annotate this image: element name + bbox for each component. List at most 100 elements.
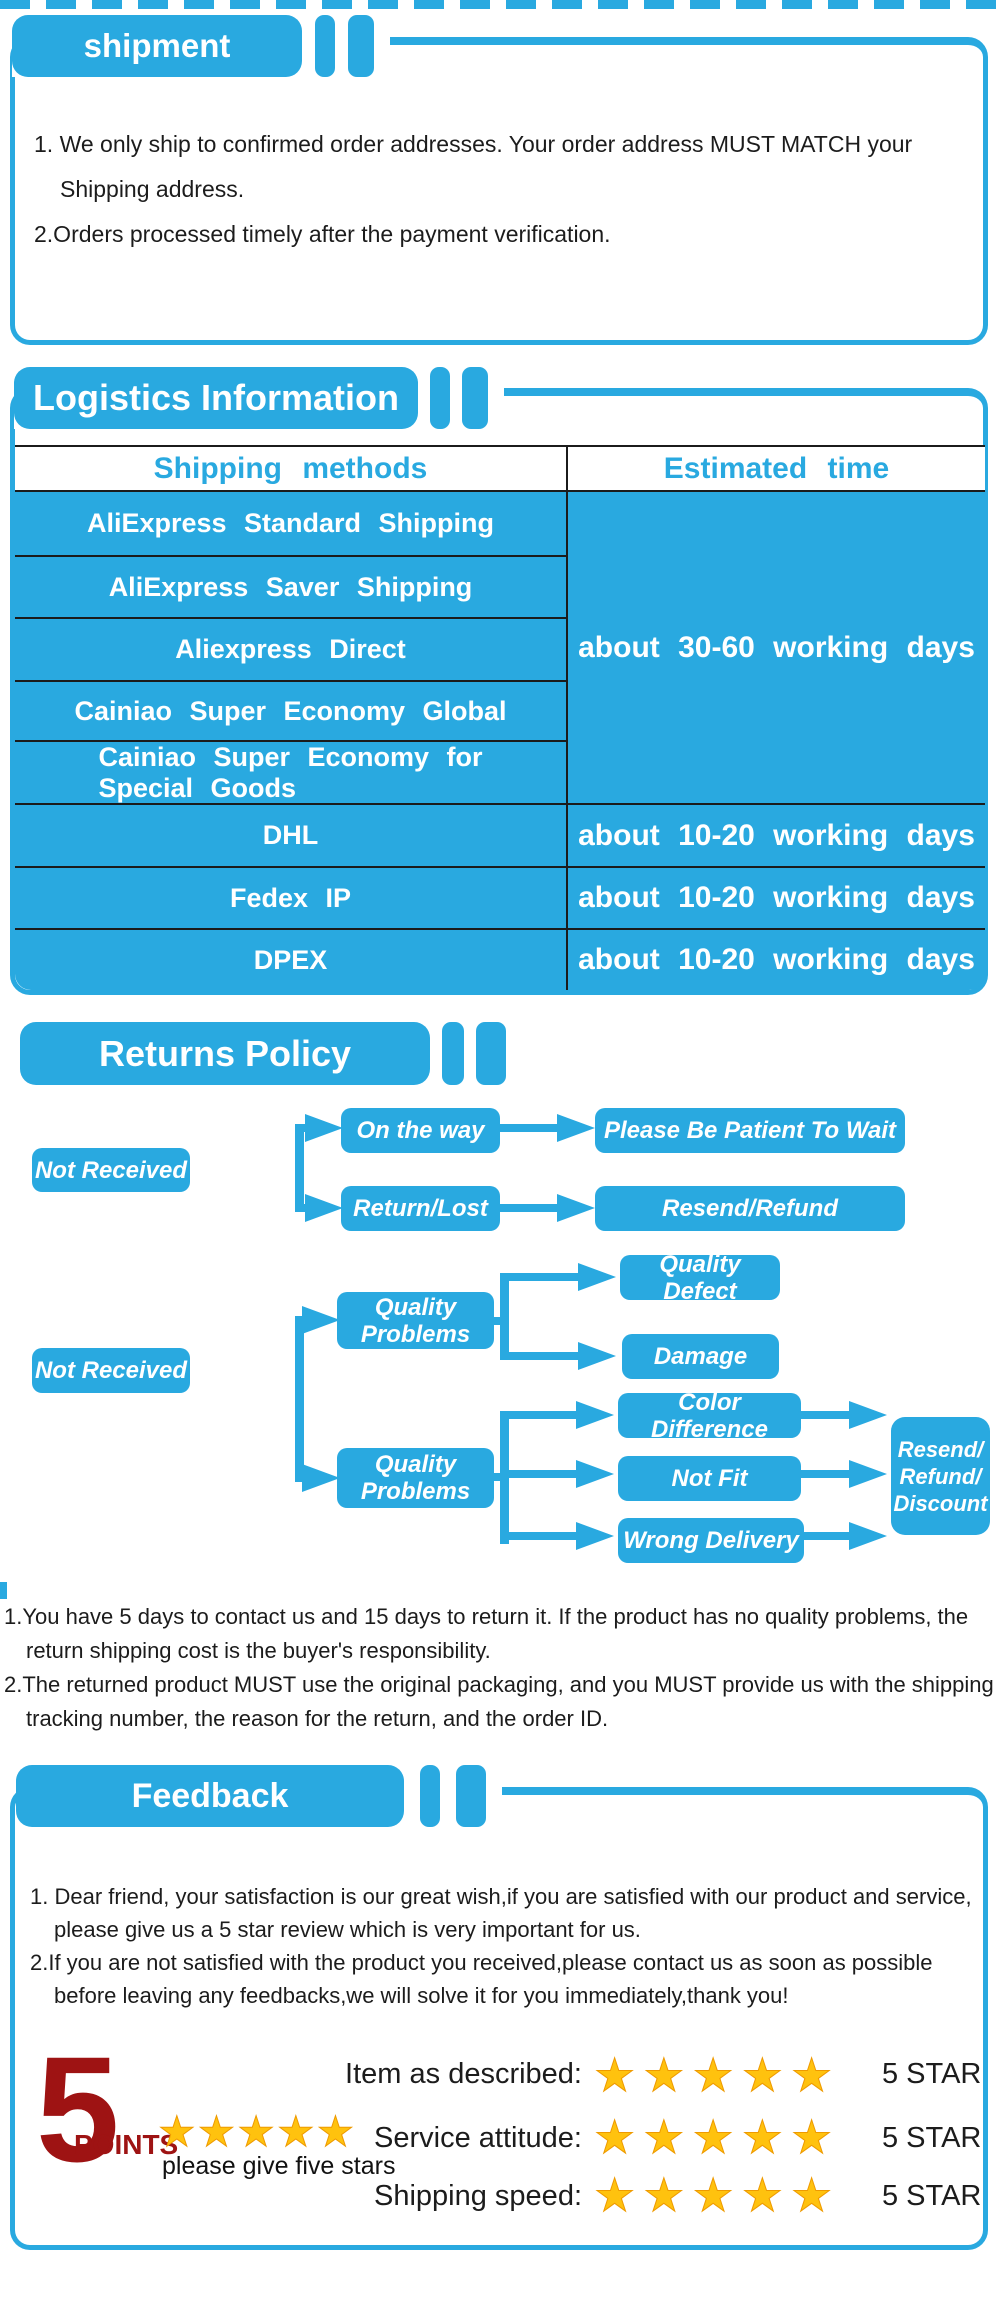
shipment-note-2: 2.Orders processed timely after the paym…: [34, 221, 611, 247]
logistics-title: Logistics Information: [32, 377, 399, 418]
header-bracket-icon: [420, 1765, 440, 1827]
flow-label: Quality Problems: [360, 1293, 471, 1348]
flow-connector: [295, 1204, 311, 1212]
rating-label: Shipping speed:: [374, 2180, 582, 2212]
flow-arrow-icon: [557, 1114, 595, 1142]
flow-connector: [500, 1532, 578, 1540]
flow-connector: [801, 1470, 851, 1478]
flow-label: Not Received: [34, 1357, 188, 1384]
cell-method: Aliexpress Direct: [175, 634, 406, 664]
cell-time: about 10-20 working days: [568, 928, 985, 990]
feedback-header: Feedback: [16, 1765, 502, 1827]
returns-title: Returns Policy: [98, 1032, 352, 1074]
flow-node-not-received-1: Not Received: [32, 1148, 190, 1192]
col-header-label: Shipping methods: [153, 451, 428, 485]
flow-arrow-icon: [849, 1522, 887, 1550]
header-bracket-icon: [348, 15, 374, 77]
flow-label: Damage: [653, 1343, 748, 1370]
feedback-note-2: 2.If you are not satisfied with the prod…: [30, 1950, 933, 2008]
cell-method: Cainiao Super Economy for Special Goods: [98, 741, 483, 803]
flow-arrow-icon: [305, 1114, 343, 1142]
feedback-notes: 1. Dear friend, your satisfaction is our…: [30, 1880, 982, 2012]
flow-connector: [295, 1124, 304, 1212]
shipment-box: [10, 37, 988, 345]
flow-label: Not Received: [34, 1156, 188, 1184]
table-row: Aliexpress Direct: [15, 617, 568, 680]
flow-arrow-icon: [849, 1460, 887, 1488]
flow-connector: [500, 1124, 560, 1132]
flow-connector: [804, 1532, 851, 1540]
flow-arrow-icon: [302, 1306, 340, 1334]
returns-header: Returns Policy: [20, 1022, 506, 1085]
logistics-header: Logistics Information: [14, 367, 504, 429]
flow-connector: [500, 1204, 560, 1212]
five-points-label: POINTS: [74, 2129, 179, 2160]
five-points-caption: please give five stars: [162, 2152, 396, 2180]
header-bracket-icon: [476, 1022, 506, 1085]
flow-node-resend-refund: Resend/Refund: [595, 1186, 905, 1231]
flow-arrow-icon: [576, 1522, 614, 1550]
flow-arrow-icon: [576, 1460, 614, 1488]
table-row: DHL: [15, 803, 568, 866]
returns-note-1: 1.You have 5 days to contact us and 15 d…: [4, 1604, 969, 1663]
cell-time: about 10-20 working days: [568, 866, 985, 928]
table-row: AliExpress Saver Shipping: [15, 555, 568, 617]
shipment-title: shipment: [83, 27, 231, 64]
flow-node-quality-problems-2: Quality Problems: [337, 1448, 494, 1508]
cell-method: DPEX: [253, 944, 328, 975]
flow-connector: [500, 1352, 580, 1360]
shipment-note-1: 1. We only ship to confirmed order addre…: [34, 131, 913, 202]
table-row: Cainiao Super Economy Global: [15, 680, 568, 740]
header-bracket-icon: [462, 367, 488, 429]
divider-tick: [0, 1582, 7, 1599]
rating-label: Service attitude:: [374, 2122, 582, 2154]
flow-node-on-the-way: On the way: [341, 1108, 500, 1153]
flow-connector: [295, 1124, 311, 1132]
flow-node-please-wait: Please Be Patient To Wait: [595, 1108, 905, 1153]
shipment-header: shipment: [12, 15, 390, 77]
shipment-tab: shipment: [12, 15, 302, 77]
cell-time: about 10-20 working days: [568, 803, 985, 866]
cell-time-label: about 10-20 working days: [578, 943, 975, 976]
col-header-shipping-methods: Shipping methods: [15, 445, 568, 492]
cell-time: about 30-60 working days: [578, 630, 975, 664]
returns-notes: 1.You have 5 days to contact us and 15 d…: [4, 1600, 997, 1736]
cell-method: DHL: [262, 820, 319, 850]
flow-arrow-icon: [305, 1194, 343, 1222]
shipment-notes: 1. We only ship to confirmed order addre…: [34, 122, 949, 257]
table-row: Fedex IP: [15, 866, 568, 928]
flow-connector: [295, 1316, 304, 1482]
flow-arrow-icon: [849, 1401, 887, 1429]
flow-label: Resend/Refund: [661, 1195, 838, 1222]
flow-node-quality-problems-1: Quality Problems: [337, 1292, 494, 1349]
rating-grade: 5 STAR: [882, 2180, 982, 2212]
flow-node-not-fit: Not Fit: [618, 1456, 801, 1501]
flow-node-quality-defect: Quality Defect: [620, 1251, 780, 1305]
flow-connector: [500, 1273, 580, 1281]
flow-arrow-icon: [576, 1401, 614, 1429]
flow-node-return-lost: Return/Lost: [341, 1186, 500, 1231]
five-points-number: 5: [36, 2025, 120, 2193]
flow-label: Return/Lost: [353, 1195, 488, 1222]
header-bracket-icon: [442, 1022, 464, 1085]
rating-label: Item as described:: [345, 2058, 582, 2090]
flow-connector: [500, 1411, 578, 1419]
logistics-tab: Logistics Information: [14, 367, 418, 429]
rating-grade: 5 STAR: [882, 2122, 982, 2154]
header-bracket-icon: [315, 15, 335, 77]
flow-label: Not Fit: [671, 1465, 748, 1492]
table-row: Cainiao Super Economy for Special Goods: [15, 740, 568, 803]
flow-node-not-received-2: Not Received: [32, 1348, 190, 1393]
rating-stars-icon: ★★★★★: [593, 2111, 841, 2163]
rating-stars-icon: ★★★★★: [593, 2169, 841, 2221]
cell-time-label: about 10-20 working days: [578, 818, 975, 852]
feedback-tab: Feedback: [16, 1765, 404, 1827]
flow-label: Color Difference: [651, 1388, 768, 1443]
flow-arrow-icon: [578, 1263, 616, 1291]
cell-method: AliExpress Saver Shipping: [108, 571, 473, 602]
feedback-note-1: 1. Dear friend, your satisfaction is our…: [30, 1884, 972, 1942]
flow-connector: [801, 1411, 851, 1419]
flow-label: Resend/ Refund/ Discount: [893, 1436, 988, 1516]
flow-node-resend-refund-discount: Resend/ Refund/ Discount: [891, 1417, 990, 1535]
